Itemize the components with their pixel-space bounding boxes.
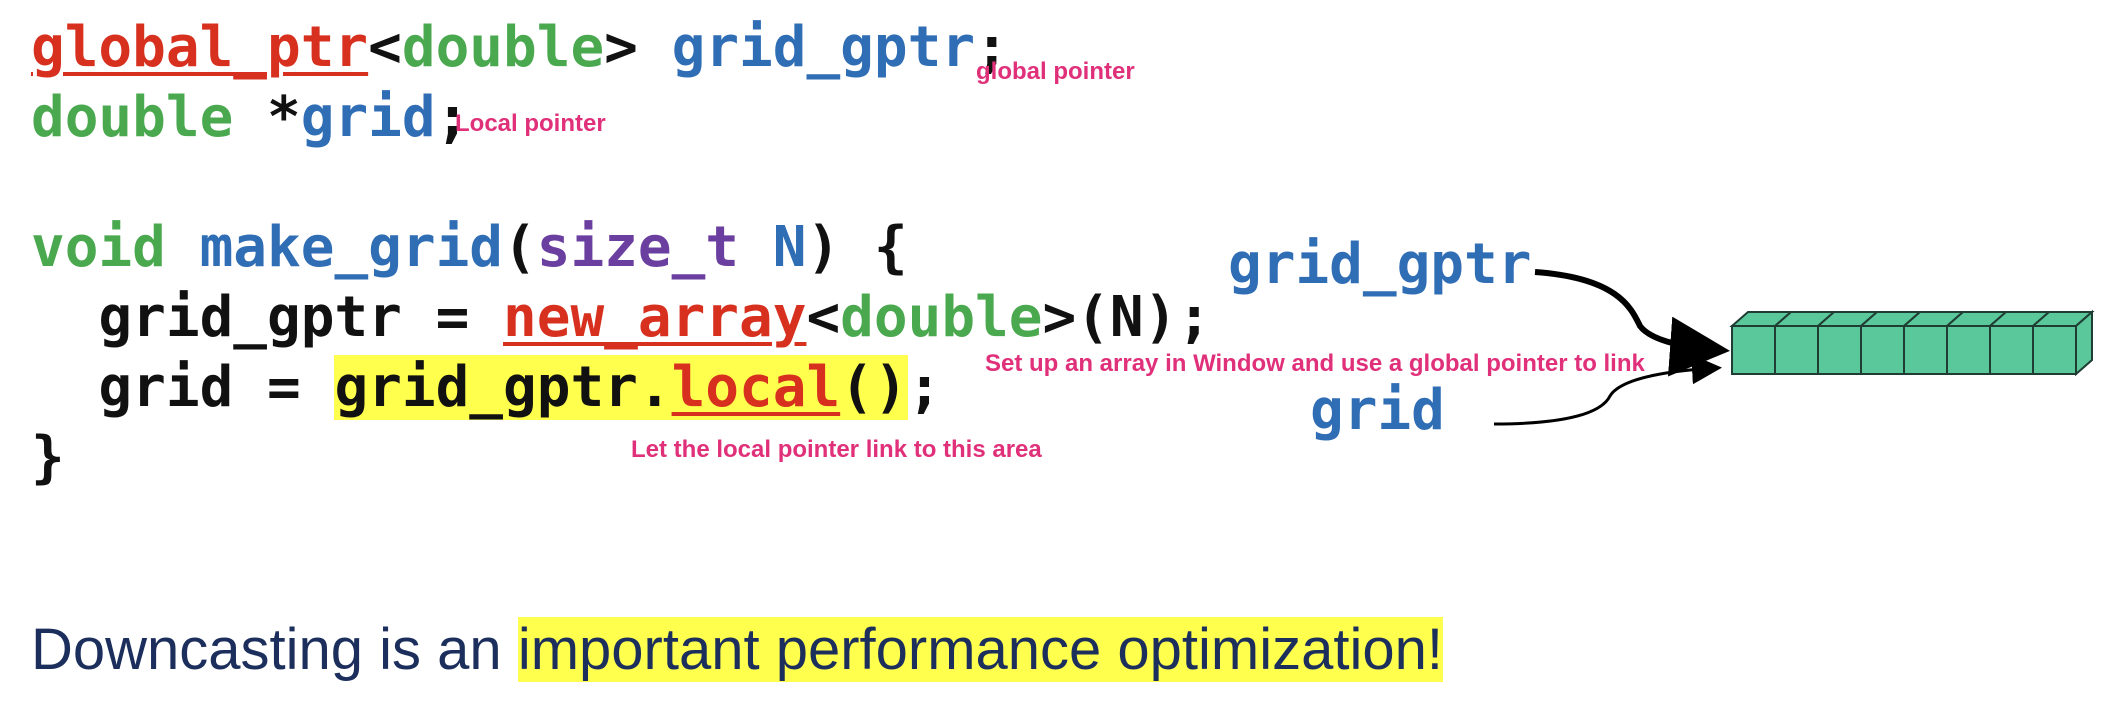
- array-side-face: [2075, 309, 2093, 377]
- call-parens: (): [840, 355, 908, 420]
- array-cell: [1817, 325, 1862, 375]
- type-size-t: size_t: [536, 215, 740, 280]
- call-rest: >(N);: [1042, 285, 1212, 350]
- footer-statement: Downcasting is an important performance …: [31, 616, 1444, 683]
- annotation-local-link: Let the local pointer link to this area: [631, 436, 1042, 463]
- code-line-local-ptr-decl: double *grid;: [31, 84, 469, 152]
- array-cell: [1860, 325, 1905, 375]
- diagram-label-grid: grid: [1310, 378, 1445, 443]
- arrow-grid-gptr-to-array: [1534, 269, 1730, 377]
- semicolon: ;: [435, 85, 470, 150]
- method-local: local: [671, 355, 841, 420]
- paren-open: (: [503, 215, 537, 280]
- assign-lhs: grid_gptr =: [31, 285, 504, 350]
- var-grid: grid: [300, 85, 436, 150]
- semicolon: ;: [907, 355, 942, 420]
- function-make-grid: make_grid: [199, 215, 504, 280]
- code-line-global-ptr-decl: global_ptr<double> grid_gptr;: [31, 14, 1009, 82]
- code-line-new-array: grid_gptr = new_array<double>(N);: [31, 284, 1211, 352]
- annotation-global-pointer: global pointer: [976, 58, 1135, 85]
- array-cell: [1731, 325, 1776, 375]
- array-cell: [1903, 325, 1948, 375]
- highlight-downcast-expression: grid_gptr.local(): [334, 355, 908, 420]
- type-double: double: [840, 285, 1043, 350]
- param-n: N: [772, 215, 807, 280]
- code-line-closing-brace: }: [31, 424, 65, 492]
- array-cell: [2032, 325, 2077, 375]
- diagram-label-grid-gptr: grid_gptr: [1228, 232, 1532, 297]
- arrow-grid-to-array: [1493, 354, 1722, 426]
- angle-open: <: [806, 285, 841, 350]
- footer-highlight: important performance optimization!: [517, 617, 1444, 682]
- object-grid-gptr: grid_gptr.: [334, 355, 672, 420]
- type-double: double: [31, 85, 234, 150]
- array-cell: [1774, 325, 1819, 375]
- keyword-void: void: [31, 215, 166, 280]
- semicolon: ;: [975, 15, 1009, 80]
- type-double: double: [401, 15, 605, 80]
- annotation-setup-array: Set up an array in Window and use a glob…: [985, 350, 1645, 377]
- pointer-star: *: [233, 85, 301, 150]
- array-blocks: [1729, 309, 2095, 377]
- function-new-array: new_array: [503, 285, 807, 350]
- code-line-function-signature: void make_grid(size_t N) {: [31, 214, 908, 282]
- annotation-local-pointer: Local pointer: [455, 110, 606, 137]
- brace-close: }: [31, 425, 65, 490]
- angle-open: <: [368, 15, 402, 80]
- array-cell: [1946, 325, 1991, 375]
- angle-close: >: [604, 15, 638, 80]
- keyword-global-ptr: global_ptr: [31, 15, 369, 80]
- array-cell: [1989, 325, 2034, 375]
- code-line-local-downcast: grid = grid_gptr.local();: [31, 354, 941, 422]
- paren-close-brace: ) {: [806, 215, 908, 280]
- var-grid-gptr: grid_gptr: [671, 15, 976, 80]
- footer-prefix: Downcasting is an: [31, 617, 518, 682]
- assign-lhs: grid =: [31, 355, 335, 420]
